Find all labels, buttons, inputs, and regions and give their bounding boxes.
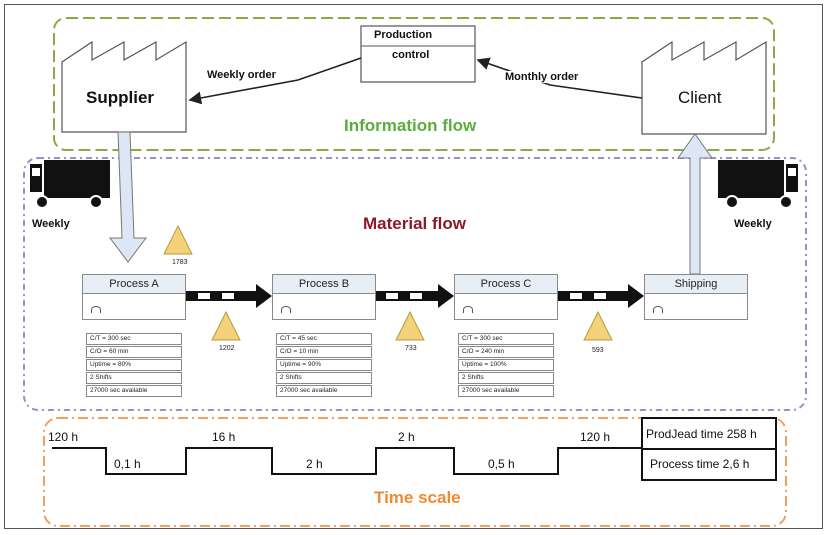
process-a-ct: C/T = 300 sec [86, 333, 182, 345]
process-c-box [454, 294, 558, 320]
operator-icon [91, 306, 101, 313]
process-a-box [82, 294, 186, 320]
monthly-order-arrow [476, 57, 643, 99]
process-b-available: 27000 sec available [276, 385, 372, 397]
process-b-title: Process B [272, 274, 376, 294]
push-arrow-b-c [376, 284, 454, 308]
process-b-box [272, 294, 376, 320]
client-label: Client [678, 88, 722, 107]
inventory-triangle-4 [583, 310, 613, 341]
inventory-count-4: 593 [592, 347, 604, 354]
truck-right-label: Weekly [734, 218, 772, 230]
inventory-count-1: 1783 [172, 259, 188, 266]
outer-frame [4, 4, 823, 529]
inventory-triangle-2 [211, 310, 241, 341]
time-upper-1: 120 h [48, 430, 79, 444]
process-a-uptime: Uptime = 80% [86, 359, 182, 371]
process-c-title: Process C [454, 274, 558, 294]
inventory-count-3: 733 [405, 345, 417, 352]
truck-left-label: Weekly [32, 218, 70, 230]
weekly-order-arrow [188, 57, 362, 105]
production-control-box [360, 25, 476, 83]
operator-icon [281, 306, 291, 313]
process-b-ct: C/T = 45 sec [276, 333, 372, 345]
information-flow-title: Information flow [344, 116, 477, 135]
weekly-order-label: Weekly order [206, 69, 277, 81]
truck-right-icon [718, 160, 798, 209]
push-arrow-c-shipping [558, 284, 644, 308]
inventory-triangle-1 [163, 224, 193, 255]
time-lower-1: 0,1 h [114, 457, 141, 471]
operator-icon [463, 306, 473, 313]
process-c-available: 27000 sec available [458, 385, 554, 397]
process-a-shifts: 2 Shifts [86, 372, 182, 384]
time-lower-2: 2 h [306, 457, 323, 471]
time-scale-region [43, 417, 787, 527]
time-upper-2: 16 h [212, 430, 236, 444]
shipping-box [644, 294, 748, 320]
process-b-co: C/O = 10 min [276, 346, 372, 358]
shipping-title: Shipping [644, 274, 748, 294]
process-c-shifts: 2 Shifts [458, 372, 554, 384]
time-upper-3: 2 h [398, 430, 415, 444]
supplier-push-arrow [109, 131, 147, 263]
process-b-shifts: 2 Shifts [276, 372, 372, 384]
prod-lead-time: ProdJead time 258 h [646, 427, 757, 441]
monthly-order-label: Monthly order [504, 71, 580, 83]
time-upper-4: 120 h [580, 430, 611, 444]
client-factory-icon [641, 40, 767, 135]
process-time: Process time 2,6 h [650, 457, 750, 471]
process-c-co: C/O = 240 min [458, 346, 554, 358]
inventory-count-2: 1202 [219, 345, 235, 352]
production-control-line1: Production [374, 29, 433, 41]
production-control-line2: control [392, 49, 430, 61]
material-flow-title: Material flow [363, 214, 466, 233]
supplier-factory-icon [61, 40, 187, 133]
process-a-available: 27000 sec available [86, 385, 182, 397]
information-flow-region [53, 17, 775, 151]
supplier-label: Supplier [86, 88, 155, 107]
truck-left-icon [30, 160, 110, 209]
process-c-uptime: Uptime = 100% [458, 359, 554, 371]
material-flow-region [23, 157, 807, 411]
process-a-co: C/O = 60 min [86, 346, 182, 358]
operator-icon [653, 306, 663, 313]
process-c-ct: C/T = 300 sec [458, 333, 554, 345]
push-arrow-a-b [186, 284, 272, 308]
time-lower-3: 0,5 h [488, 457, 515, 471]
process-b-uptime: Uptime = 90% [276, 359, 372, 371]
inventory-triangle-3 [395, 310, 425, 341]
process-a-title: Process A [82, 274, 186, 294]
shipping-arrow-to-client [677, 133, 713, 275]
timeline-line [52, 447, 642, 475]
time-scale-title: Time scale [374, 488, 461, 507]
